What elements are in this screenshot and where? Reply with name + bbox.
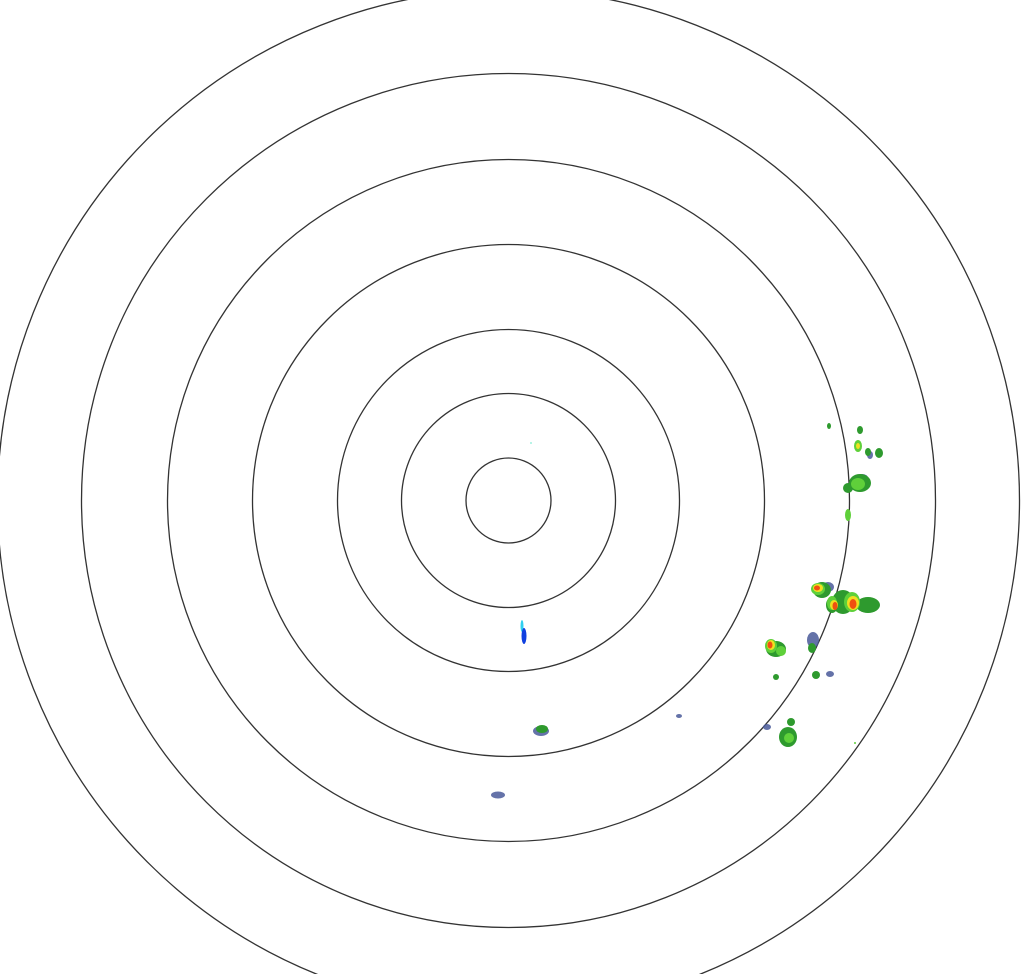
- range-ring: [166, 158, 851, 843]
- range-ring: [251, 243, 766, 758]
- range-ring: [80, 72, 937, 929]
- range-ring: [336, 328, 681, 673]
- precipitation-echoes: [491, 423, 883, 799]
- range-ring: [465, 457, 552, 544]
- range-ring: [400, 392, 617, 609]
- echo-doppler: [520, 442, 532, 644]
- echo-light: [491, 451, 873, 799]
- echo-intense: [767, 585, 857, 649]
